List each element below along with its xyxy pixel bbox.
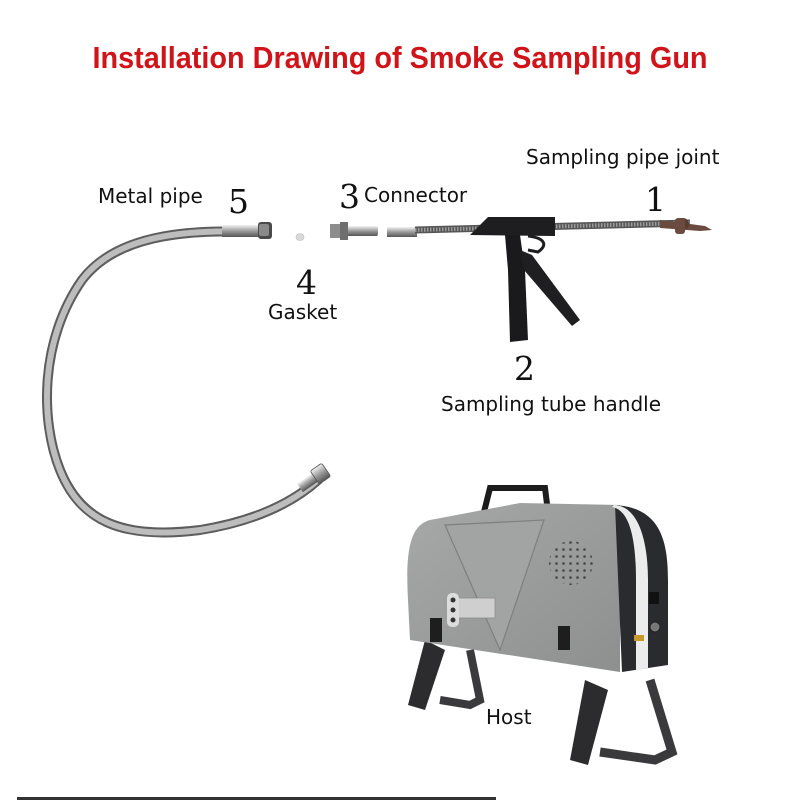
connector-illustration	[330, 222, 378, 240]
part-number-4: 4	[296, 263, 317, 302]
bottom-divider	[17, 797, 496, 800]
part-number-3: 3	[339, 177, 360, 216]
host-label: Host	[486, 705, 532, 729]
sampling-gun-illustration	[387, 217, 712, 342]
part-label-sampling-tube-handle: Sampling tube handle	[441, 392, 662, 416]
part-label-gasket: Gasket	[268, 300, 338, 324]
part-label-connector: Connector	[364, 183, 468, 207]
part-label-sampling-pipe-joint: Sampling pipe joint	[526, 145, 720, 169]
part-number-1: 1	[645, 180, 666, 219]
part-number-2: 2	[514, 349, 535, 388]
part-number-5: 5	[228, 182, 249, 221]
host-illustration	[407, 485, 678, 765]
gasket-illustration	[295, 233, 305, 241]
part-label-metal-pipe: Metal pipe	[98, 184, 203, 208]
metal-pipe-illustration	[42, 222, 331, 538]
page-title: Installation Drawing of Smoke Sampling G…	[92, 40, 708, 75]
